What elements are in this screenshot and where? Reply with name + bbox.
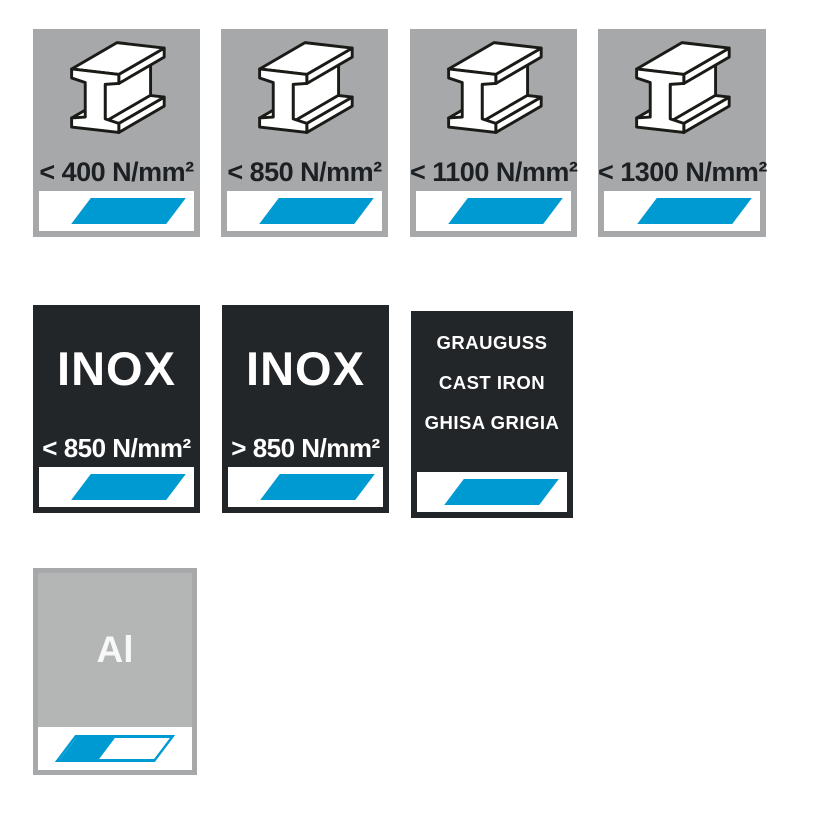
half-filled-parallelogram-icon	[54, 735, 176, 762]
cast-iron-label-it: GHISA GRIGIA	[424, 412, 560, 433]
tensile-strength-label: > 850 N/mm²	[231, 433, 380, 463]
aluminium-label: Al	[38, 573, 192, 727]
steel-tile-850: < 850 N/mm²	[221, 29, 388, 237]
marker-strip	[604, 191, 760, 231]
cast-iron-label-en: CAST IRON	[438, 372, 546, 393]
i-beam-icon	[257, 41, 354, 134]
tensile-strength-label: < 400 N/mm²	[39, 157, 194, 187]
blue-parallelogram-icon	[637, 198, 752, 224]
blue-parallelogram-icon	[448, 198, 563, 224]
cast-iron-labels: GRAUGUSS CAST IRON GHISA GRIGIA	[411, 323, 573, 443]
blue-parallelogram-icon	[259, 198, 374, 224]
steel-tile-1100: < 1100 N/mm²	[410, 29, 578, 237]
marker-strip	[416, 191, 571, 231]
blue-parallelogram-icon	[260, 474, 375, 500]
marker-strip	[39, 467, 194, 507]
inox-tile-under-850: INOX < 850 N/mm²	[33, 305, 200, 513]
marker-strip	[38, 727, 192, 770]
blue-parallelogram-icon	[71, 198, 186, 224]
parallelogram-fill	[60, 738, 116, 759]
cast-iron-label-de: GRAUGUSS	[436, 332, 548, 353]
tensile-strength-label: < 850 N/mm²	[42, 433, 191, 463]
tensile-strength-label: < 1300 N/mm²	[598, 157, 767, 187]
marker-strip	[417, 472, 567, 512]
i-beam-icon	[69, 41, 166, 134]
tensile-strength-label: < 850 N/mm²	[227, 157, 382, 187]
marker-strip	[228, 467, 383, 507]
inox-tile-over-850: INOX > 850 N/mm²	[222, 305, 389, 513]
inox-title: INOX	[57, 342, 176, 395]
marker-strip	[227, 191, 382, 231]
steel-tile-1300: < 1300 N/mm²	[598, 29, 767, 237]
blue-parallelogram-icon	[444, 479, 559, 505]
marker-strip	[39, 191, 194, 231]
tensile-strength-label: < 1100 N/mm²	[410, 157, 578, 187]
i-beam-icon	[446, 41, 543, 134]
i-beam-icon	[635, 41, 731, 134]
steel-tile-400: < 400 N/mm²	[33, 29, 200, 237]
blue-parallelogram-icon	[71, 474, 186, 500]
inox-title: INOX	[246, 342, 365, 395]
aluminium-tile: Al	[33, 568, 197, 775]
cast-iron-tile: GRAUGUSS CAST IRON GHISA GRIGIA	[411, 311, 573, 518]
